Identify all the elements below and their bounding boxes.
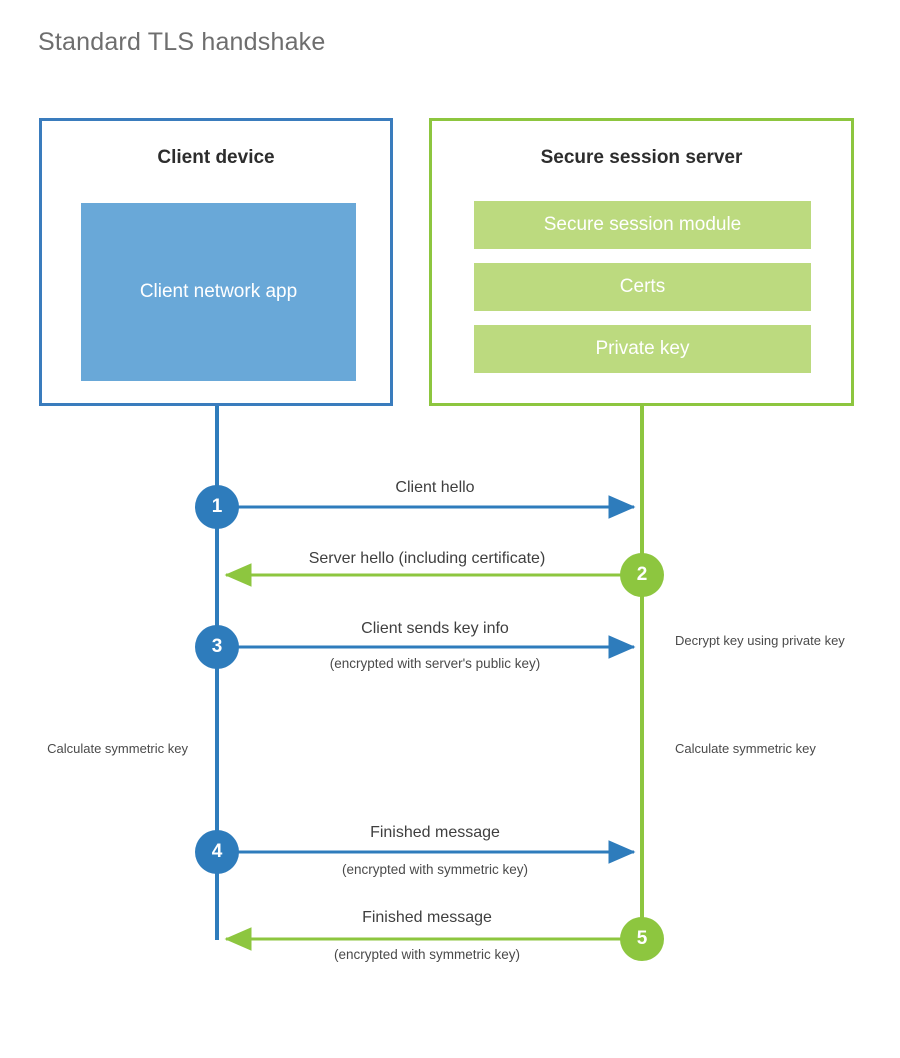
annotation-decrypt-key: Decrypt key using private key — [675, 633, 845, 648]
message-sublabel-step-4: (encrypted with symmetric key) — [341, 862, 529, 877]
server-bar-secure-session-module: Secure session module — [474, 201, 811, 249]
step-circle-2[interactable]: 2 — [620, 553, 664, 597]
annotation-client-calculate-symmetric-key: Calculate symmetric key — [47, 741, 188, 756]
message-label-step-2: Server hello (including certificate) — [308, 550, 546, 567]
message-label-step-3: Client sends key info — [361, 620, 509, 637]
message-label-step-5: Finished message — [362, 909, 492, 926]
annotation-server-calculate-symmetric-key: Calculate symmetric key — [675, 741, 816, 756]
server-bar-private-key: Private key — [474, 325, 811, 373]
client-box-title: Client device — [157, 147, 275, 168]
participant-box-client: Client device Client network app — [39, 118, 393, 406]
message-label-step-4: Finished message — [370, 824, 500, 841]
message-sublabel-step-3: (encrypted with server's public key) — [329, 656, 541, 671]
client-network-app-block: Client network app — [81, 203, 356, 381]
message-sublabel-step-5: (encrypted with symmetric key) — [333, 947, 521, 962]
server-bar-certs: Certs — [474, 263, 811, 311]
page-title: Standard TLS handshake — [38, 28, 326, 56]
step-circle-3[interactable]: 3 — [195, 625, 239, 669]
message-label-step-1: Client hello — [395, 479, 475, 496]
step-circle-4[interactable]: 4 — [195, 830, 239, 874]
step-circle-5[interactable]: 5 — [620, 917, 664, 961]
participant-box-server: Secure session server Secure session mod… — [429, 118, 854, 406]
server-box-title: Secure session server — [540, 147, 743, 168]
step-circle-1[interactable]: 1 — [195, 485, 239, 529]
